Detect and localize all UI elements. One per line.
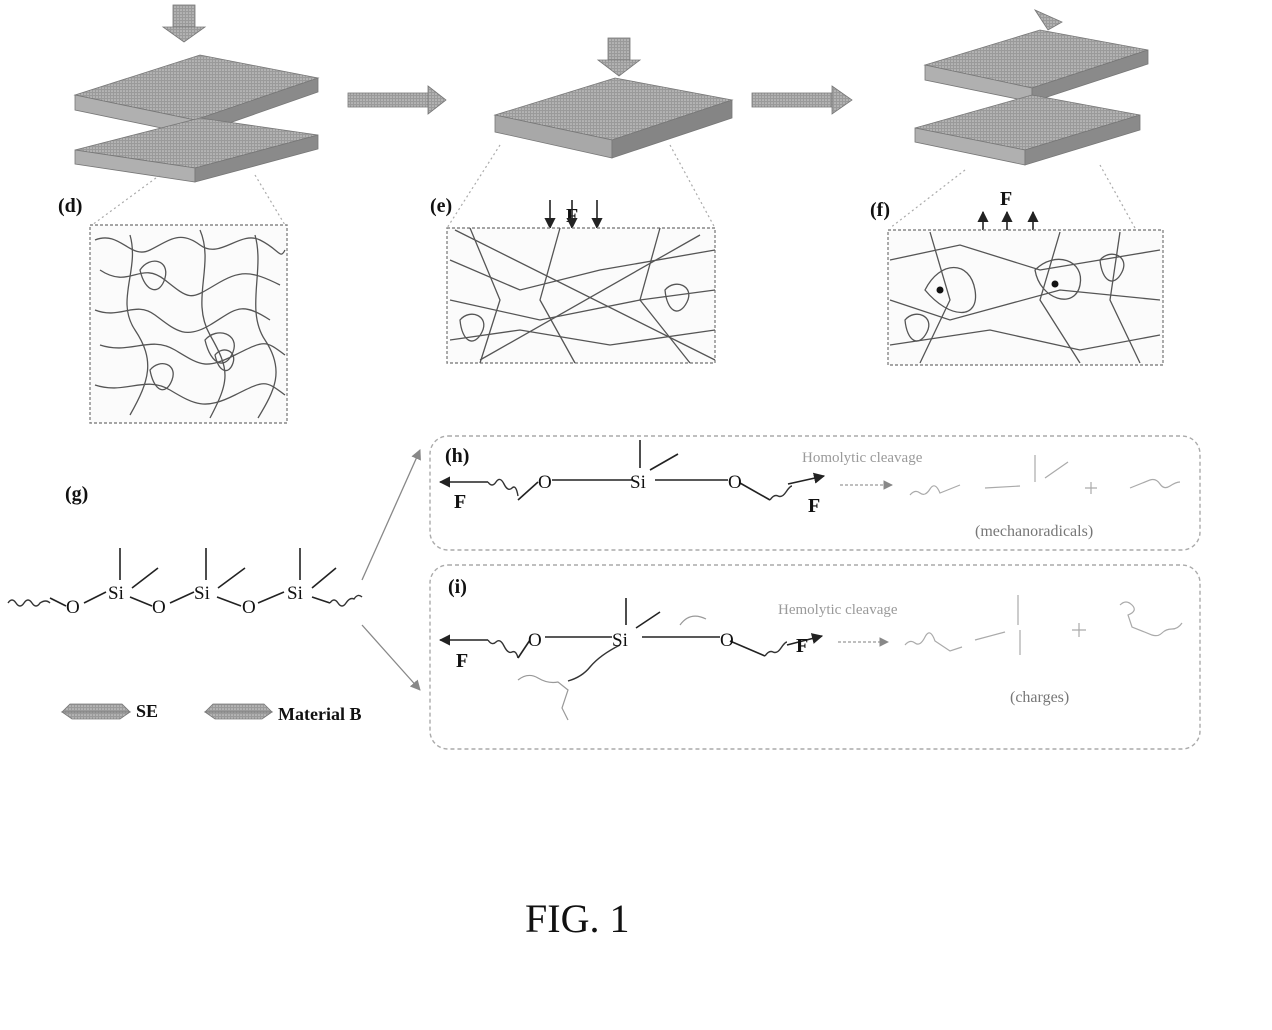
plates-separate (75, 5, 318, 182)
reaction-atom-oxygen: O (538, 472, 552, 493)
panel-d-network (90, 225, 287, 423)
panel-i-reaction-label: Hemolytic cleavage (778, 602, 898, 618)
arrow-to-h (362, 450, 420, 580)
reaction-atom-silicon: Si (630, 472, 646, 493)
panel-i-products (905, 595, 1182, 655)
chain-atom: O (152, 597, 166, 618)
chain-atom: Si (287, 583, 303, 604)
process-arrow-1 (348, 86, 446, 114)
reaction-atom-oxygen: O (728, 472, 742, 493)
panel-f-network (888, 230, 1163, 365)
legend-label-material-b: Material B (278, 704, 361, 724)
panel-h-products (910, 455, 1180, 495)
plates-pressed (495, 38, 732, 158)
panel-i-force-left: F (456, 650, 468, 672)
press-arrow-shaft (608, 38, 630, 60)
panel-h-force-right: F (808, 495, 820, 517)
siloxane-chain: O Si O Si O Si (8, 548, 362, 618)
down-arrow-shaft (173, 5, 195, 27)
press-arrow-head (598, 60, 640, 76)
panel-i-label: (i) (448, 576, 467, 598)
panel-e-label: (e) (430, 195, 452, 217)
chain-atom: O (66, 597, 80, 618)
panel-f-label: (f) (870, 199, 890, 221)
panel-i-molecule: O Si O (440, 598, 822, 720)
legend-label-se: SE (136, 701, 158, 721)
panel-h-force-left: F (454, 491, 466, 513)
process-arrow-2 (752, 86, 852, 114)
legend-swatch-material-b (205, 704, 272, 712)
chain-atom: O (242, 597, 256, 618)
panel-i-product-note: (charges) (1010, 689, 1069, 706)
reaction-atom-oxygen: O (528, 630, 542, 651)
arrow-to-i (362, 625, 420, 690)
plates-separating (915, 10, 1148, 165)
legend: SE Material B (62, 701, 361, 724)
panel-h-product-note: (mechanoradicals) (975, 523, 1093, 540)
panel-g-label: (g) (65, 483, 88, 505)
panel-e-network (447, 228, 715, 363)
reaction-atom-oxygen: O (720, 630, 734, 651)
panel-h-reaction-label: Homolytic cleavage (802, 450, 923, 466)
panel-f-force-label: F (1000, 188, 1012, 210)
figure-caption: FIG. 1 (525, 896, 629, 941)
legend-swatch-se (62, 704, 130, 712)
up-arrow-head (1035, 10, 1062, 30)
chain-atom: Si (108, 583, 124, 604)
panel-h-label: (h) (445, 445, 469, 467)
panel-d-label: (d) (58, 195, 82, 217)
reaction-atom-silicon: Si (612, 630, 628, 651)
down-arrow-head (163, 27, 205, 42)
panel-i-box (430, 565, 1200, 749)
chain-atom: Si (194, 583, 210, 604)
panel-h-molecule: O Si O (440, 440, 824, 500)
panel-i-force-right: F (796, 635, 808, 657)
